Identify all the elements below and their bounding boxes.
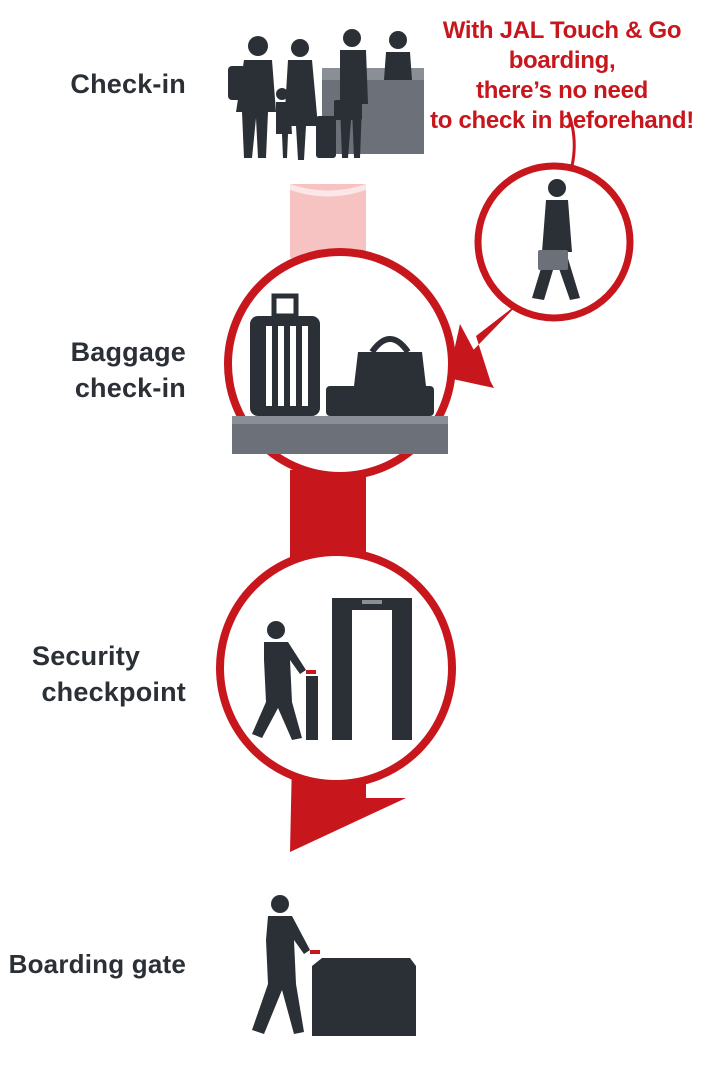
- step-label-security-line1: Security: [32, 641, 141, 671]
- step-label-baggage: Baggage check-in: [40, 334, 186, 406]
- step-label-check-in-text: Check-in: [70, 69, 186, 99]
- step-label-boarding: Boarding gate: [6, 946, 186, 982]
- step-label-check-in: Check-in: [40, 66, 186, 102]
- step-label-baggage-line2: check-in: [74, 373, 186, 403]
- step-label-security-line2: checkpoint: [41, 677, 186, 707]
- callout-pointer-line: [566, 111, 576, 167]
- callout-line-1: With JAL Touch & Go boarding,: [442, 17, 682, 74]
- step-label-security: Security checkpoint: [16, 638, 186, 710]
- step-label-baggage-line1: Baggage: [70, 337, 186, 367]
- luggage-on-conveyor-icon: [232, 293, 448, 454]
- walking-businessman-icon: [532, 179, 580, 300]
- step-label-boarding-text: Boarding gate: [8, 949, 186, 979]
- metal-detector-gate-icon: [252, 598, 412, 740]
- skip-arrow-head: [448, 324, 494, 388]
- skipped-step-connector-cap: [290, 184, 366, 197]
- callout-line-3: to check in beforehand!: [430, 107, 694, 134]
- passengers-at-counter-icon: [228, 29, 424, 160]
- boarding-gate-reader-icon: [252, 895, 416, 1036]
- touch-and-go-callout: With JAL Touch & Go boarding, there’s no…: [414, 16, 710, 136]
- callout-line-2: there’s no need: [476, 77, 648, 104]
